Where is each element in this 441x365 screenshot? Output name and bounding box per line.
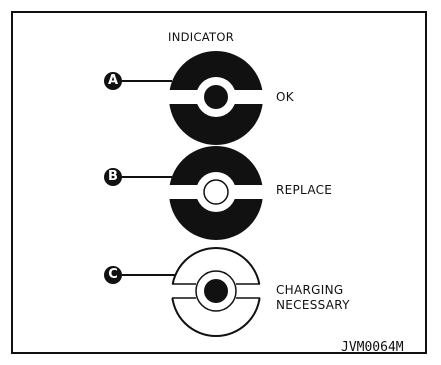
state-label-ok: OK (276, 90, 294, 104)
indicator-b-symbol (122, 146, 266, 240)
indicator-a-symbol (122, 51, 266, 145)
figure-code: JVM0064M (341, 340, 404, 355)
indicator-b-core (203, 179, 229, 205)
indicator-a-core (204, 85, 228, 109)
indicator-c-core (204, 279, 228, 303)
diagram-border (11, 11, 427, 354)
marker-c-icon: C (104, 266, 122, 284)
state-label-replace: REPLACE (276, 183, 333, 197)
marker-b-icon: B (104, 168, 122, 186)
indicator-header-label: INDICATOR (168, 30, 235, 44)
marker-a-icon: A (104, 72, 122, 90)
state-label-charging: CHARGING NECESSARY (276, 283, 350, 312)
indicator-c-symbol (122, 247, 264, 337)
